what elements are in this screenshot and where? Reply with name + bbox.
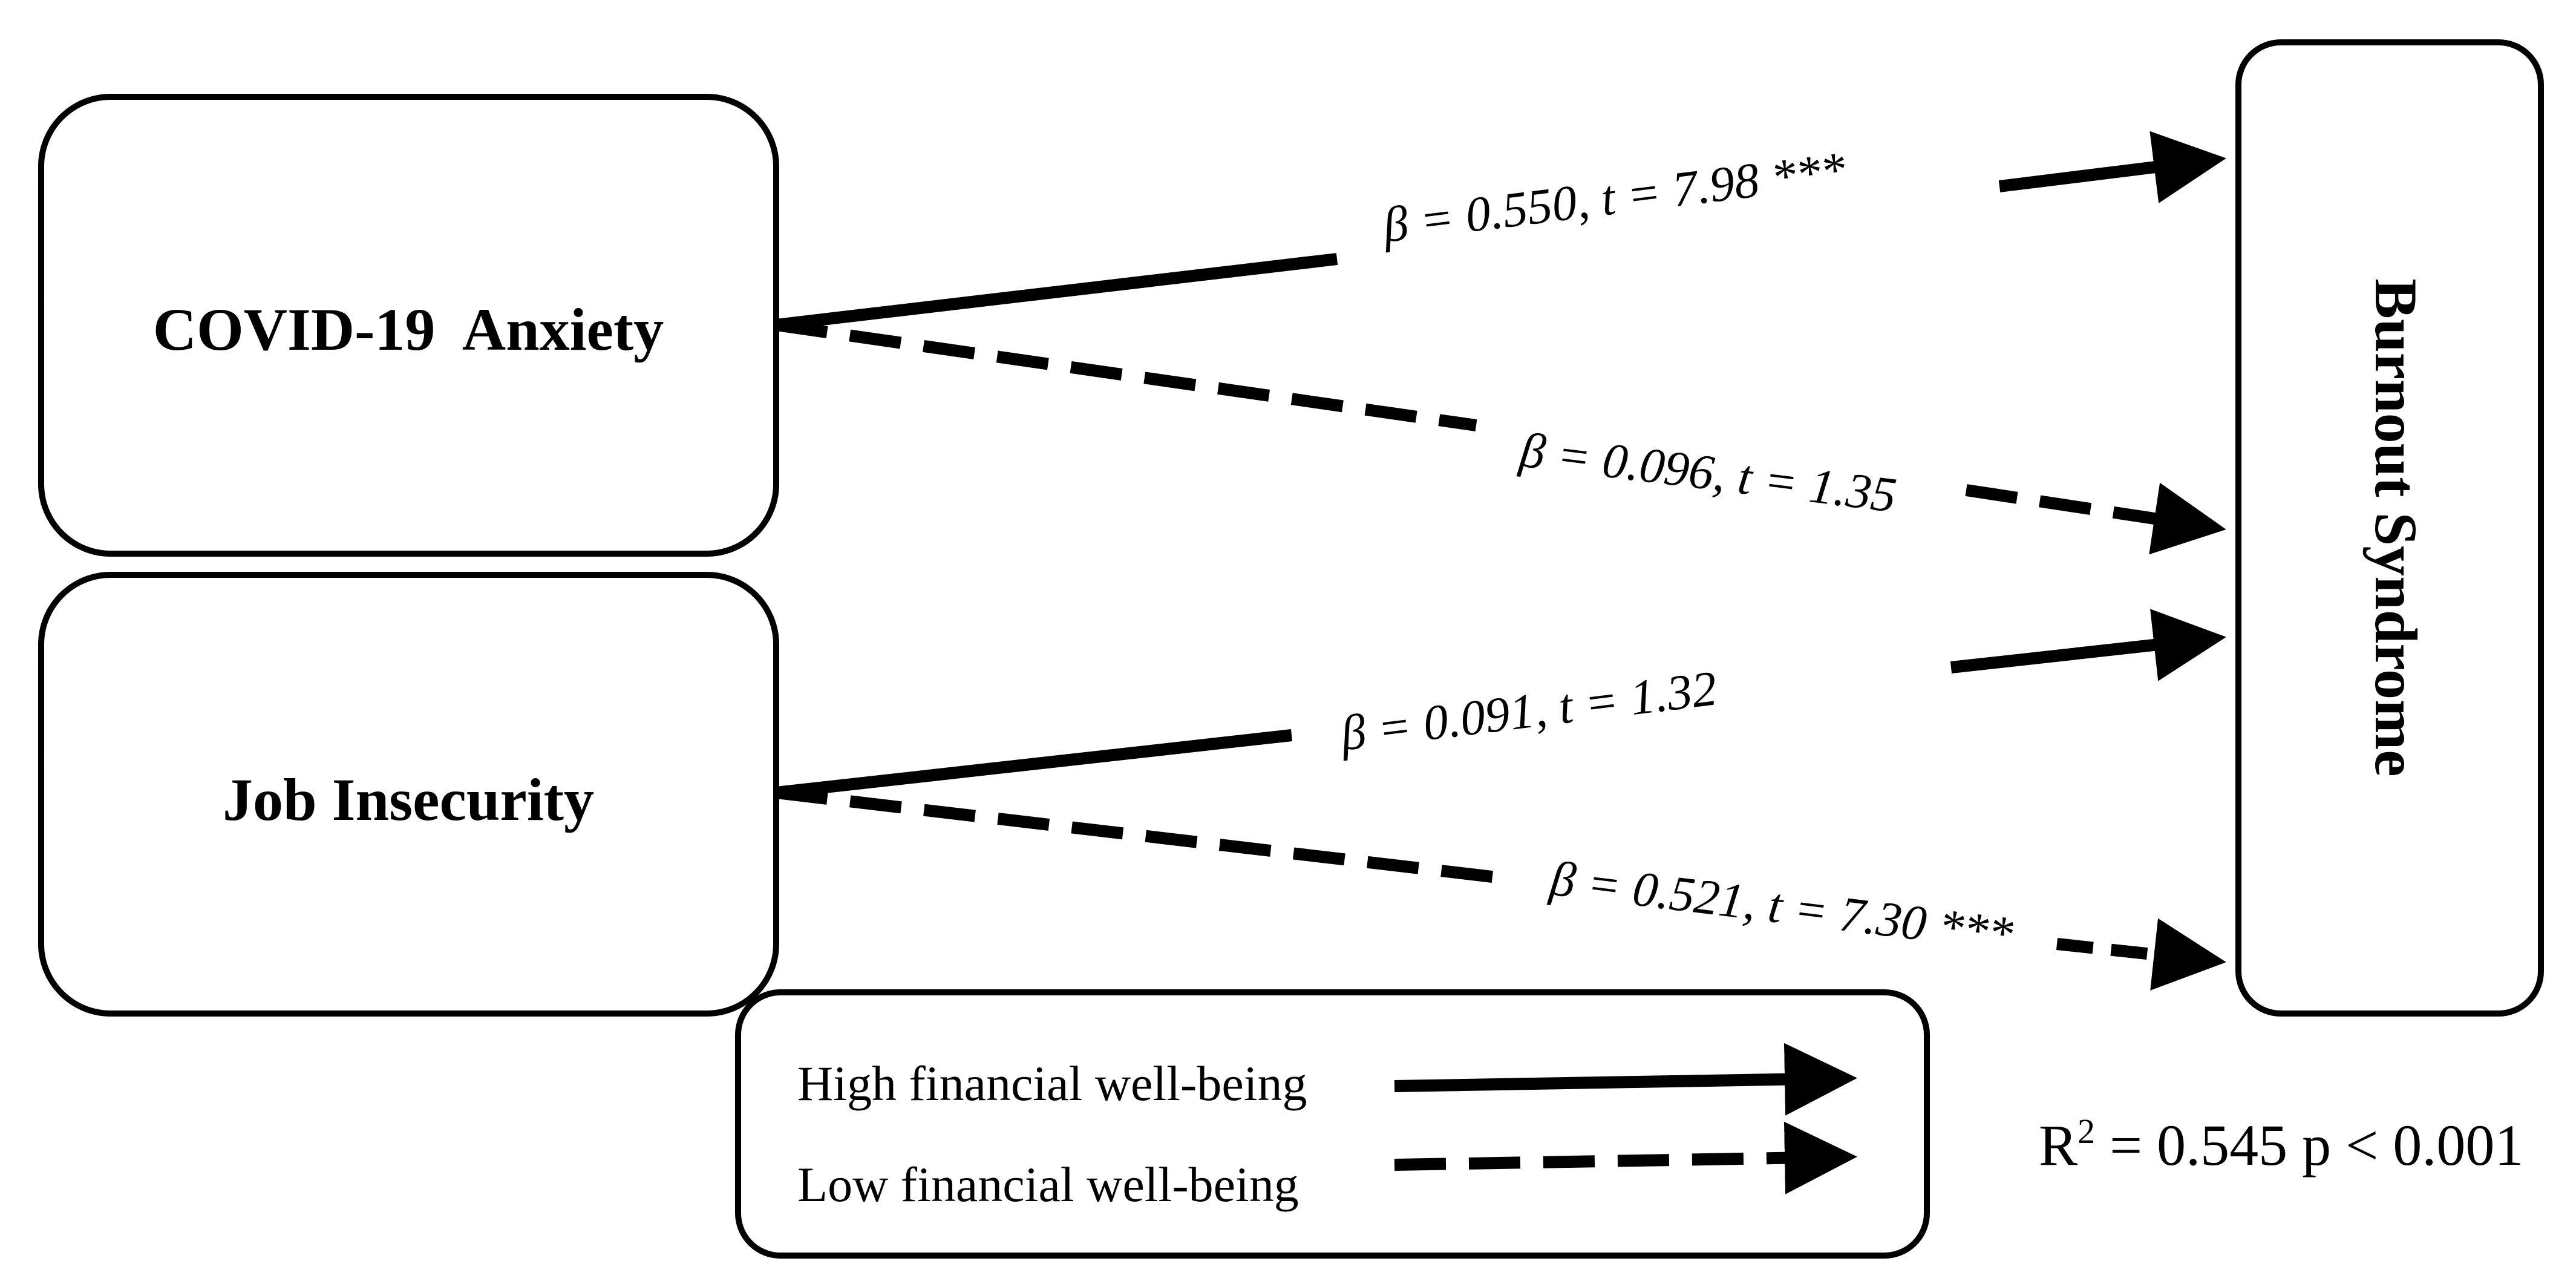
r-value: = 0.545 p < 0.001 <box>2095 1113 2523 1178</box>
path-job-high-line-left <box>775 729 1293 799</box>
path-job-high-coef: β = 0.091, t = 1.32 <box>1336 660 1720 761</box>
burnout-box <box>2235 39 2544 1017</box>
legend-box <box>735 989 1930 1259</box>
path-covid-high-coef: β = 0.550, t = 7.98 *** <box>1379 142 1848 253</box>
job-insecurity-label: Job Insecurity <box>223 766 594 833</box>
legend-low-label: Low financial well-being <box>797 1157 1299 1212</box>
path-job-low-line-left <box>775 787 1499 883</box>
path-job-low-coef: β = 0.521, t = 7.30 *** <box>1546 850 2016 961</box>
r-squared-stat: R2 = 0.545 p < 0.001 <box>2039 1112 2523 1178</box>
path-covid-low-line-left <box>775 319 1477 431</box>
legend-high-arrow <box>1394 1043 1857 1116</box>
r-symbol: R <box>2039 1113 2077 1178</box>
r-exponent: 2 <box>2077 1112 2095 1151</box>
path-covid-high-line-left <box>775 253 1338 331</box>
legend-low-arrow <box>1394 1121 1857 1194</box>
path-covid-high-arrow <box>1998 131 2226 203</box>
path-job-high-arrow <box>1950 609 2226 681</box>
legend-high-label: High financial well-being <box>797 1056 1307 1111</box>
burnout-label: Burnout Syndrome <box>2362 278 2430 776</box>
covid-anxiety-label: COVID-19 Anxiety <box>153 296 664 363</box>
path-covid-low-arrow <box>1965 482 2226 555</box>
path-job-low-arrow <box>2056 918 2226 991</box>
path-covid-low-coef: β = 0.096, t = 1.35 <box>1516 422 1900 523</box>
